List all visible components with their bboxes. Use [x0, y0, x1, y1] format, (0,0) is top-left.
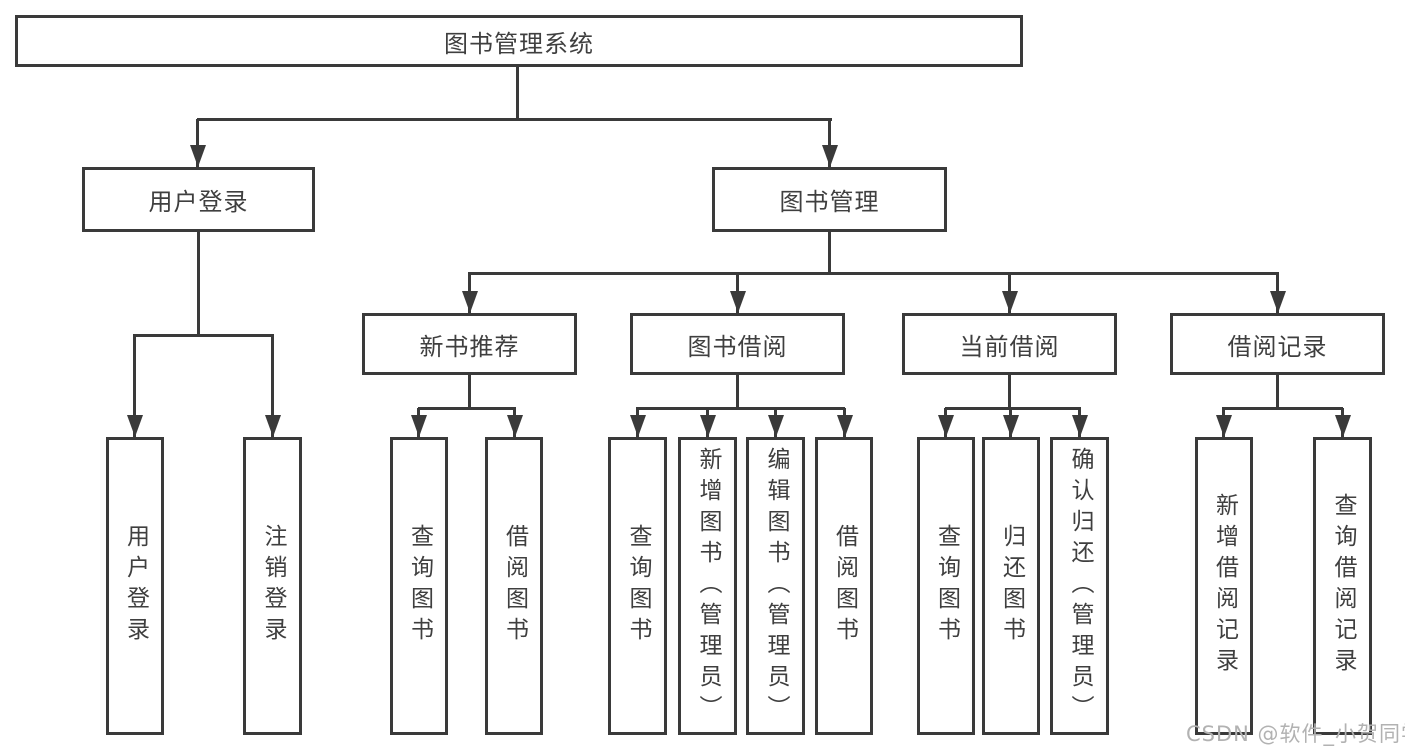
arrow-down — [944, 408, 947, 437]
leaf-confirm-return-admin-label: 确认归还（管理员） — [1067, 446, 1093, 726]
connector-records-stem — [1276, 375, 1279, 410]
arrow-down — [736, 273, 739, 313]
leaf-borrow-books-label: 借阅图书 — [831, 524, 858, 648]
connector-root-hline — [197, 118, 832, 121]
leaf-logout-label: 注销登录 — [260, 524, 286, 648]
node-root: 图书管理系统 — [15, 15, 1023, 67]
connector-userlogin-hline — [133, 334, 274, 337]
node-new-book-recommend: 新书推荐 — [362, 313, 577, 375]
leaf-borrow-books-recommend: 借阅图书 — [485, 437, 543, 735]
leaf-query-books-current-label: 查询图书 — [933, 524, 960, 648]
leaf-add-borrow-record: 新增借阅记录 — [1195, 437, 1253, 735]
arrow-down — [271, 335, 274, 437]
arrow-down — [1078, 408, 1081, 437]
arrow-down — [133, 335, 136, 437]
leaf-edit-book-admin: 编辑图书（管理员） — [746, 437, 805, 735]
node-root-label: 图书管理系统 — [444, 29, 594, 58]
arrow-down — [1222, 408, 1225, 437]
connector-bookmgmt-stem — [828, 232, 831, 275]
connector-borrow-hline — [636, 407, 845, 410]
connector-current-hline — [945, 407, 1081, 410]
arrow-down — [706, 408, 709, 437]
node-book-borrow: 图书借阅 — [630, 313, 845, 375]
leaf-add-book-admin: 新增图书（管理员） — [678, 437, 737, 735]
connector-userlogin-stem — [197, 232, 200, 336]
leaf-query-books-recommend-label: 查询图书 — [406, 524, 433, 648]
node-user-login: 用户登录 — [82, 167, 315, 232]
leaf-query-books-recommend: 查询图书 — [390, 437, 448, 735]
leaf-edit-book-admin-label: 编辑图书（管理员） — [763, 446, 789, 726]
node-book-borrow-label: 图书借阅 — [687, 332, 788, 361]
node-current-borrow: 当前借阅 — [902, 313, 1117, 375]
node-book-management-label: 图书管理 — [779, 188, 880, 216]
leaf-borrow-books: 借阅图书 — [815, 437, 873, 735]
leaf-user-login-label: 用户登录 — [122, 524, 149, 648]
node-current-borrow-label: 当前借阅 — [959, 332, 1060, 361]
leaf-query-books-borrow: 查询图书 — [608, 437, 667, 735]
arrow-down — [1009, 408, 1012, 437]
leaf-query-books-current: 查询图书 — [917, 437, 975, 735]
arrow-down — [1341, 408, 1344, 437]
node-user-login-label: 用户登录 — [148, 188, 249, 216]
leaf-confirm-return-admin: 确认归还（管理员） — [1050, 437, 1109, 735]
arrow-down — [774, 408, 777, 437]
connector-recommend-stem — [468, 375, 471, 410]
node-book-management: 图书管理 — [712, 167, 947, 232]
connector-recommend-hline — [418, 407, 516, 410]
arrow-down — [828, 119, 831, 167]
watermark: CSDN @软件_小贺同学 — [1186, 722, 1405, 746]
leaf-return-books-label: 归还图书 — [998, 524, 1025, 648]
node-borrow-records: 借阅记录 — [1170, 313, 1385, 375]
leaf-query-borrow-record: 查询借阅记录 — [1313, 437, 1372, 735]
leaf-logout: 注销登录 — [243, 437, 302, 735]
leaf-query-books-borrow-label: 查询图书 — [625, 524, 651, 648]
arrow-down — [636, 408, 639, 437]
leaf-borrow-books-recommend-label: 借阅图书 — [501, 524, 528, 648]
node-new-book-recommend-label: 新书推荐 — [419, 332, 520, 361]
connector-borrow-stem — [736, 375, 739, 410]
leaf-return-books: 归还图书 — [982, 437, 1040, 735]
arrow-down — [843, 408, 846, 437]
leaf-query-borrow-record-label: 查询借阅记录 — [1330, 493, 1356, 679]
leaf-add-borrow-record-label: 新增借阅记录 — [1211, 493, 1238, 679]
connector-bookmgmt-hline — [468, 272, 1279, 275]
node-borrow-records-label: 借阅记录 — [1227, 332, 1328, 361]
arrow-down — [1276, 273, 1279, 313]
arrow-down — [1008, 273, 1011, 313]
arrow-down — [196, 119, 199, 167]
connector-root-stem — [516, 67, 519, 120]
arrow-down — [468, 273, 471, 313]
leaf-user-login: 用户登录 — [106, 437, 164, 735]
arrow-down — [417, 408, 420, 437]
connector-current-stem — [1008, 375, 1011, 410]
connector-records-hline — [1222, 407, 1343, 410]
leaf-add-book-admin-label: 新增图书（管理员） — [695, 446, 721, 726]
arrow-down — [513, 408, 516, 437]
